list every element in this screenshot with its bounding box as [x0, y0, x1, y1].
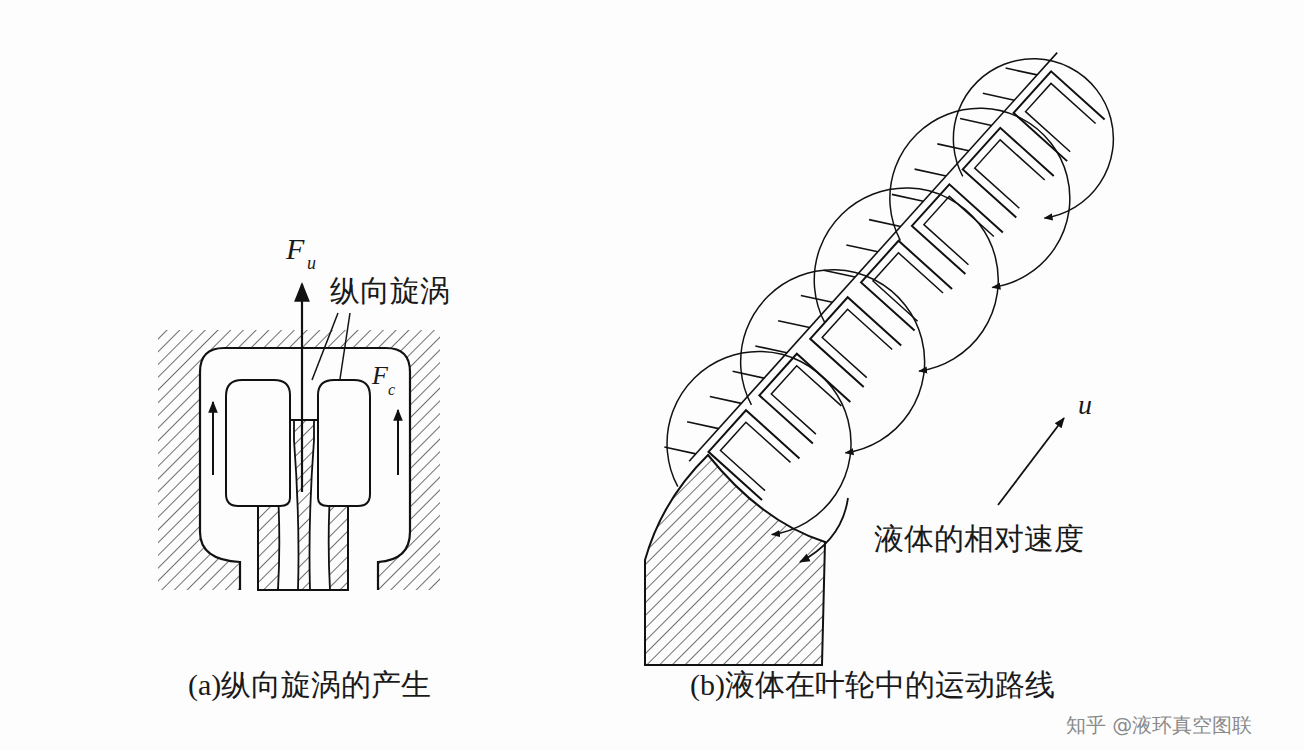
- force-symbol: F: [286, 232, 304, 265]
- impeller-blades: [869, 208, 901, 239]
- impeller-blades: [755, 334, 787, 365]
- impeller-blades: [892, 182, 924, 213]
- impeller-blades: [720, 422, 790, 490]
- velocity-arrow: [800, 498, 848, 562]
- watermark: 知乎 @液环真空图联: [1066, 714, 1252, 736]
- impeller-blades: [771, 366, 841, 434]
- velocity-symbol: u: [1078, 390, 1092, 421]
- impeller-blades: [1006, 56, 1038, 87]
- pump-housing: [200, 348, 410, 590]
- force-arrow: [301, 284, 303, 492]
- impeller-blades: [873, 253, 943, 321]
- impeller-blades: [824, 258, 856, 289]
- flow-arrow: [213, 402, 398, 475]
- impeller-blades: [633, 314, 889, 570]
- impeller-blades: [960, 107, 992, 138]
- flow-arrow: [397, 410, 399, 475]
- impeller-blades: [983, 81, 1015, 112]
- leader-line: [312, 313, 350, 380]
- impeller-blades: [924, 26, 1147, 248]
- velocity-arrow: [998, 418, 1064, 505]
- flow-arrow: [212, 402, 214, 475]
- force-subscript: u: [307, 254, 316, 274]
- impeller-blades: [1026, 83, 1096, 151]
- impeller-blades: [733, 359, 765, 390]
- impeller-blades: [687, 410, 719, 441]
- impeller-hub: [645, 455, 825, 665]
- impeller-hub: [645, 455, 825, 665]
- force-arrow: [301, 284, 303, 492]
- impeller-blades: [689, 53, 1057, 462]
- impeller-blades: [915, 157, 947, 188]
- force-subscript: c: [388, 381, 395, 399]
- subfigure-caption: (a)纵向旋涡的产生: [188, 668, 431, 701]
- impeller-blades: [633, 18, 1155, 570]
- velocity-label: 液体的相对速度: [874, 522, 1084, 555]
- impeller-blades: [778, 309, 810, 340]
- longitudinal-vortex: [226, 380, 290, 506]
- impeller-blades: [710, 385, 742, 416]
- impeller-blades: [706, 232, 962, 488]
- impeller-blades: [975, 140, 1045, 208]
- pump-housing: [158, 330, 440, 590]
- leader-line: [312, 313, 338, 380]
- impeller-blades: [822, 309, 892, 377]
- longitudinal-vortex: [318, 380, 370, 506]
- impeller-blades: [780, 150, 1036, 406]
- impeller-blades: [856, 71, 1107, 321]
- longitudinal-vortex: [226, 380, 370, 506]
- leader-line: [340, 313, 350, 379]
- pump-housing: [158, 330, 440, 590]
- subfigure-caption: (b)液体在叶轮中的运动路线: [690, 668, 1055, 701]
- force-symbol: F: [372, 362, 388, 391]
- impeller-blades: [846, 233, 878, 264]
- vortex-label: 纵向旋涡: [330, 274, 450, 307]
